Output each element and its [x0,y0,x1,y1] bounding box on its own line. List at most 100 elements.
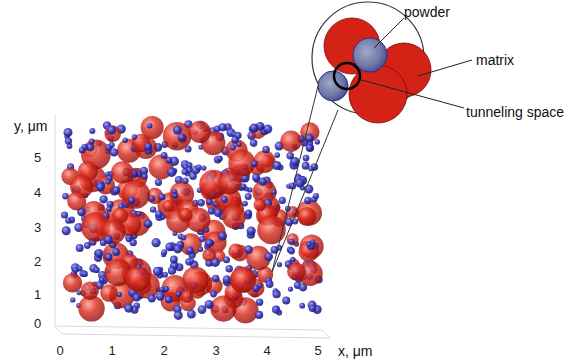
powder-sphere [212,275,220,283]
tick-label: 3 [34,220,41,236]
powder-sphere [250,139,258,147]
powder-sphere [199,236,205,242]
powder-sphere [307,242,315,250]
powder-sphere [242,201,248,207]
powder-sphere [231,136,238,143]
powder-sphere [315,139,320,144]
powder-sphere [73,267,79,273]
powder-sphere [221,196,228,203]
powder-sphere [161,152,168,159]
powder-sphere [186,247,194,255]
powder-sphere [255,311,263,319]
powder-sphere [99,277,104,282]
powder-sphere [110,148,118,156]
powder-sphere [133,293,141,301]
powder-sphere [156,292,164,300]
powder-sphere [61,211,68,218]
powder-sphere [136,211,142,217]
powder-sphere [173,125,182,134]
powder-sphere [153,267,162,276]
powder-sphere [105,253,113,261]
powder-sphere [277,262,282,267]
tick-label: 2 [34,254,41,270]
powder-sphere [256,299,263,306]
powder-sphere [165,296,173,304]
matrix-sphere [280,131,301,152]
matrix-sphere [81,282,99,300]
powder-sphere [262,146,270,154]
powder-sphere [105,179,110,184]
powder-sphere [124,304,133,313]
powder-sphere [148,294,156,302]
powder-sphere [282,297,290,305]
powder-sphere [142,173,148,179]
powder-sphere [176,291,182,297]
powder-sphere [308,166,313,171]
inset-zoom [272,2,472,272]
matrix-sphere [102,220,126,244]
powder-sphere [65,137,72,144]
powder-sphere [166,157,173,164]
powder-sphere [89,128,95,134]
powder-sphere [152,238,161,247]
matrix-sphere [299,241,320,262]
powder-sphere [172,189,177,194]
tick-label: 0 [56,343,63,359]
tick-label: 4 [263,343,270,359]
powder-sphere [104,235,113,244]
powder-sphere [112,248,120,256]
powder-sphere [289,239,295,245]
powder-sphere [107,126,116,135]
powder-sphere [306,242,311,247]
powder-sphere [217,156,223,162]
powder-sphere [272,161,281,170]
powder-sphere [196,165,202,171]
powder-sphere [198,199,205,206]
matrix-sphere [125,266,150,291]
powder-sphere [106,206,112,212]
matrix-sphere [111,161,133,183]
powder-sphere [158,193,165,200]
powder-sphere [109,142,115,148]
powder-sphere [205,300,214,309]
powder-sphere [174,311,183,320]
callout-label: powder [404,4,450,20]
powder-sphere [181,235,186,240]
matrix-sphere [104,126,121,143]
powder-sphere [303,155,310,162]
powder-sphere [245,193,252,200]
powder-sphere [65,217,71,223]
matrix-sphere [230,267,256,293]
powder-sphere [132,134,138,140]
matrix-sphere [189,121,211,143]
powder-sphere [182,178,188,184]
powder-sphere [225,265,233,273]
powder-sphere [123,138,128,143]
powder-sphere [198,247,203,252]
powder-sphere [288,287,293,292]
particle-cloud [61,116,324,323]
powder-sphere [161,249,167,255]
powder-sphere [94,249,103,258]
powder-sphere [299,303,305,309]
powder-sphere [304,197,311,204]
powder-sphere [147,123,153,129]
powder-sphere [84,242,91,249]
powder-sphere [198,305,207,314]
powder-sphere [223,256,230,263]
powder-sphere [230,144,236,150]
powder-sphere [288,248,295,255]
powder-sphere [155,210,163,218]
powder-sphere [205,239,213,247]
matrix-sphere [67,191,86,210]
tick-label: 0 [34,316,41,332]
tick-label: 2 [160,343,167,359]
powder-sphere [79,147,85,153]
powder-sphere [272,306,280,314]
powder-sphere [82,271,88,277]
matrix-sphere [287,262,305,280]
powder-sphere [219,123,227,131]
powder-sphere [295,178,304,187]
matrix-sphere [297,207,316,226]
powder-sphere [245,210,252,217]
